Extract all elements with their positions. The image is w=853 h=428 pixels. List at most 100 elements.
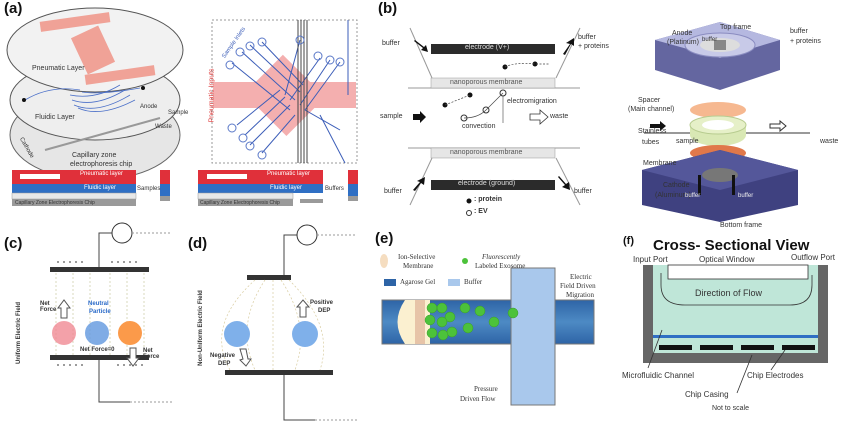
label-anode: Anode xyxy=(140,104,158,110)
e-legend-buffer: Buffer xyxy=(464,278,483,286)
electrode-top-small xyxy=(247,275,291,280)
e-pressure-1: Pressure xyxy=(474,385,498,393)
c-axis-label: Uniform Electric Field xyxy=(16,301,23,365)
f-input-port: Input Port xyxy=(633,255,668,264)
label-fluidic-layer: Fluidic Layer xyxy=(35,114,75,121)
d-axis-label: Non-Uniform Electric Field xyxy=(197,290,204,366)
sample-inlet-lines xyxy=(231,20,349,164)
panel-d-label: (d) xyxy=(188,235,208,252)
dev-buffer-right: buffer xyxy=(738,193,754,199)
c-net-force-left: Net Force xyxy=(40,301,57,313)
dev-cathode-2: (Aluminum) xyxy=(655,192,691,199)
legend-buffer-swatch xyxy=(448,279,460,286)
label-pneumatic-layer: Pneumatic Layer xyxy=(32,65,85,72)
b-buffer-out-top-1: buffer xyxy=(578,34,596,41)
exosome-separation-diagram xyxy=(380,254,595,406)
arrow-sample xyxy=(413,111,426,123)
dev-anode-2: (Platinum) xyxy=(667,39,699,46)
positive-dep-arrow xyxy=(295,299,311,318)
ion-selective-membrane xyxy=(397,300,430,344)
e-exosome-2: Labeled Exosome xyxy=(475,262,526,270)
f-optical-window: Optical Window xyxy=(699,255,755,264)
optical-window xyxy=(667,264,809,280)
b-legend-ev: : EV xyxy=(474,208,488,215)
d-negative-2: DEP xyxy=(218,361,231,367)
xs1-chip: Capillary Zone Electrophoresis Chip xyxy=(15,200,95,206)
exosomes xyxy=(424,302,519,341)
dev-tubes-1: Stainless xyxy=(638,128,667,135)
microfluidic-channel xyxy=(653,265,818,353)
negative-particle xyxy=(118,321,142,345)
b-buffer-out-bottom: buffer xyxy=(574,188,592,195)
e-pressure-2: Driven Flow xyxy=(460,395,496,403)
b-convection: convection xyxy=(462,123,496,130)
blue-layer xyxy=(653,335,818,338)
net-force-down-arrow xyxy=(126,347,140,367)
xs1-fluidic: Fluidic layer xyxy=(84,185,117,191)
arrow-buffer-in-bottom xyxy=(413,177,425,191)
dev-buffer-left: buffer xyxy=(685,193,701,199)
dev-spacer-2: (Main channel) xyxy=(628,106,675,113)
dev-anode-1: Anode xyxy=(672,30,693,37)
b-electrode-top-label: electrode (V+) xyxy=(465,44,510,51)
dev-buffer-out-1: buffer xyxy=(790,28,808,35)
neutral-particle xyxy=(85,321,109,345)
dev-sample: sample xyxy=(676,138,699,145)
f-electrodes: Chip Electrodes xyxy=(747,371,804,380)
panel-b-label: (b) xyxy=(378,0,398,17)
e-membrane-2: Membrane xyxy=(403,262,434,270)
cross-section-samples xyxy=(11,170,170,206)
c-net-force-zero: Net Force=0 xyxy=(80,347,115,353)
chip-electrodes xyxy=(659,345,815,350)
panel-b: (b) xyxy=(378,0,853,229)
label-waste: Waste xyxy=(155,124,172,130)
voltage-source-icon xyxy=(111,222,133,244)
f-direction: Direction of Flow xyxy=(695,288,763,298)
b-electrode-bottom-label: electrode (ground) xyxy=(458,180,516,187)
electrode-top xyxy=(431,44,555,54)
legend-exosome-icon xyxy=(462,258,468,264)
xs1-side: Samples xyxy=(137,186,161,192)
positive-particle xyxy=(52,321,76,345)
device-bottom-frame xyxy=(642,150,798,222)
dev-membrane: Membrane xyxy=(643,160,677,167)
panel-e-label: (e) xyxy=(375,230,394,247)
d-positive-2: DEP xyxy=(318,308,331,314)
electrode-bottom-wide xyxy=(225,370,333,375)
net-force-up-arrow xyxy=(57,299,71,319)
label-sample: Sample xyxy=(168,110,189,116)
f-microfluidic: Microfluidic Channel xyxy=(622,371,695,380)
dev-cathode-1: Cathode xyxy=(663,182,690,189)
cross-section-diagram xyxy=(643,264,828,394)
xs1-pneumatic: Pneumatic layer xyxy=(80,171,124,177)
e-electric-2: Field Driven xyxy=(560,282,596,290)
e-electric-3: Migration xyxy=(566,291,594,299)
b-waste: waste xyxy=(550,113,569,120)
dev-buffer-in: buffer xyxy=(702,37,718,43)
arrow-waste xyxy=(529,109,549,125)
nonuniform-field-diagram xyxy=(221,224,357,421)
pneumatic-pattern xyxy=(39,12,156,85)
panel-c: (c) Uniform Electric Field Net Force Neu… xyxy=(0,222,190,428)
arrow-buffer-out-bottom xyxy=(558,176,570,190)
negative-dep-particle xyxy=(224,321,250,347)
b-electromigration: electromigration xyxy=(507,98,557,105)
panel-e: (e) Ion-Selective xyxy=(370,225,615,428)
xs2-fluidic: Fluidic layer xyxy=(270,185,303,191)
arrow-buffer-in-top xyxy=(414,40,428,52)
panel-f: (f) Cross- Sectional View Input Port Opt… xyxy=(615,225,853,428)
b-sample: sample xyxy=(380,113,403,120)
e-membrane-1: Ion-Selective xyxy=(398,253,436,261)
e-legend-gel: Agarose Gel xyxy=(400,278,436,286)
panel-a-label: (a) xyxy=(4,0,23,17)
panel-d: (d) Non-Uniform Electric Field Positive … xyxy=(185,224,375,428)
membrane-top-disc xyxy=(690,102,746,118)
electrode-bottom xyxy=(431,180,555,190)
membrane-bottom xyxy=(430,147,556,159)
e-electric-1: Electric xyxy=(570,273,592,281)
fluidic-channels xyxy=(24,84,141,112)
d-negative-1: Negative xyxy=(210,353,236,359)
f-outflow-port: Outflow Port xyxy=(791,253,836,262)
dev-spacer-1: Spacer xyxy=(638,97,661,104)
f-title: Cross- Sectional View xyxy=(653,237,810,254)
